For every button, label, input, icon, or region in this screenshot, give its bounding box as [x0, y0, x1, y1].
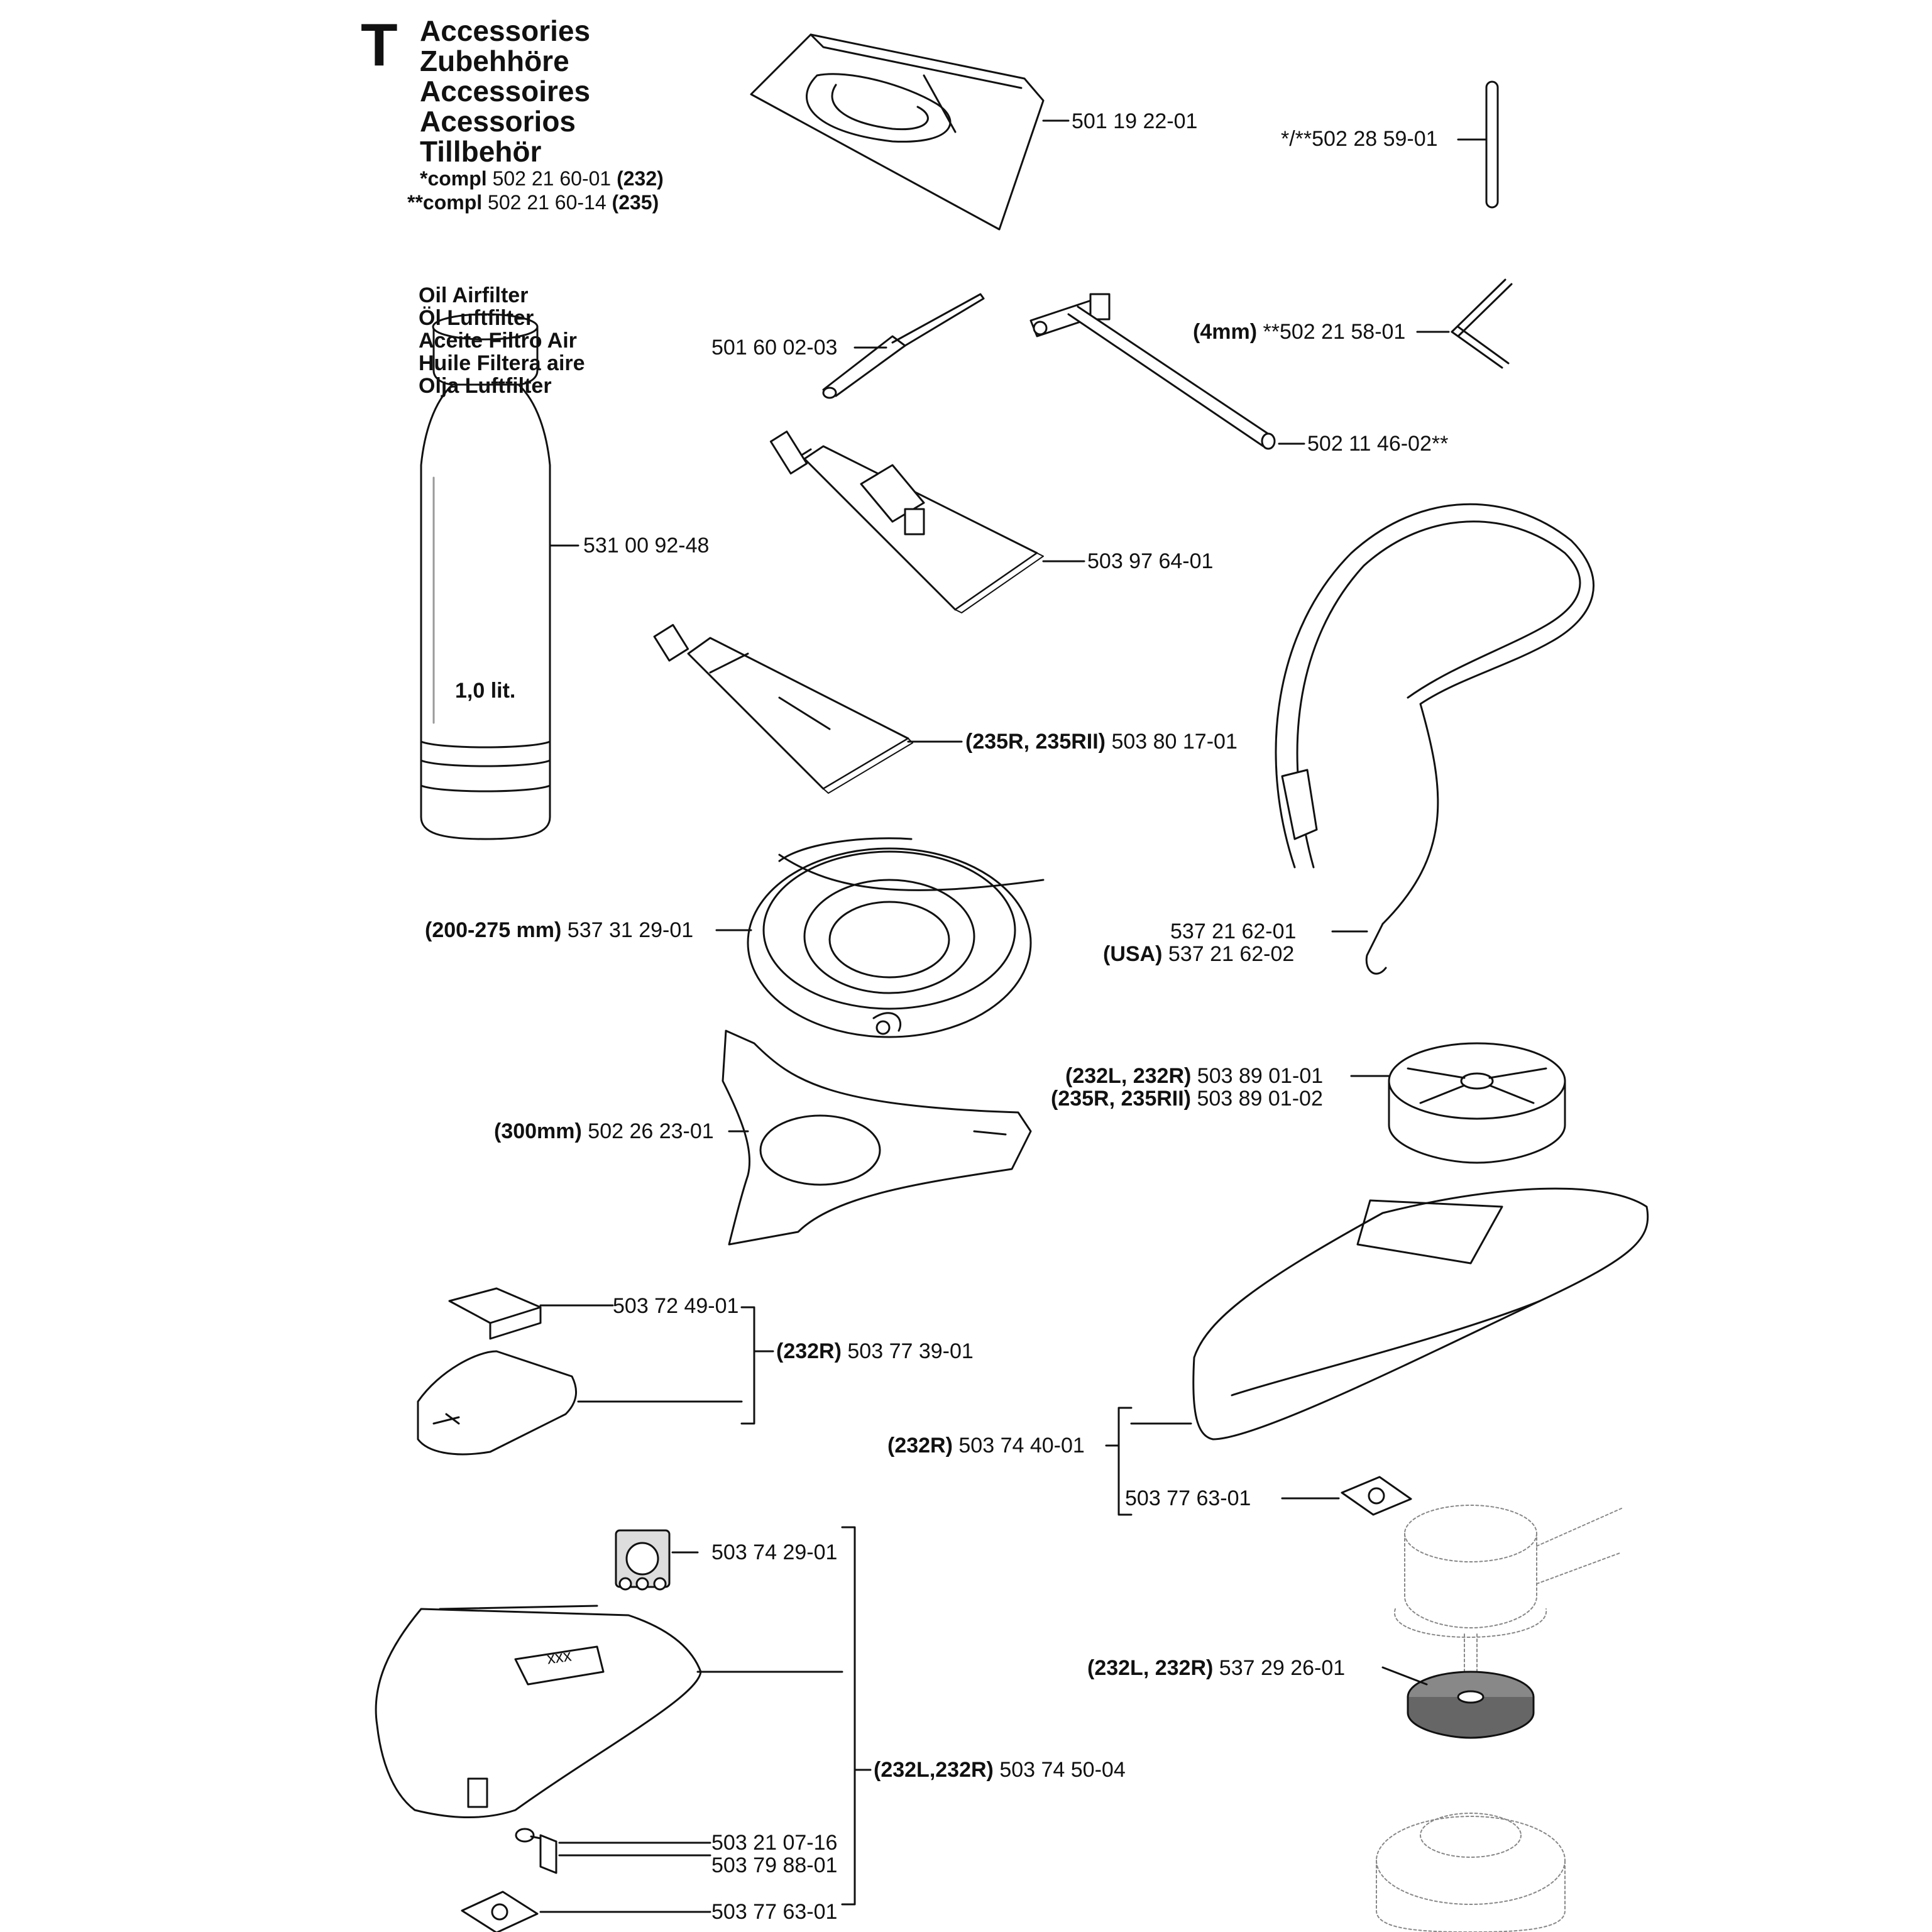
label-blade-guard-300: (300mm) 502 26 23-01: [494, 1119, 714, 1143]
trimmer-head-drawing: [1376, 1505, 1622, 1932]
file-drawing: [822, 293, 985, 399]
compl-line-1: *compl 502 21 60-01 (232): [420, 167, 664, 190]
label-drive-disc-2: (235R, 235RII) 503 89 01-02: [1051, 1087, 1323, 1111]
grease-tube-1-drawing: [769, 431, 1044, 613]
label-support-cup: (200-275 mm) 537 31 29-01: [425, 918, 694, 942]
bracket-drawing: [448, 1287, 542, 1340]
hex-key-drawing: [1451, 278, 1513, 369]
compl-2-model: (235): [612, 191, 659, 214]
label-harness-bag: 501 19 22-01: [1072, 109, 1198, 133]
label-grease-tube-2: (235R, 235RII) 503 80 17-01: [965, 730, 1238, 754]
label-shoulder-strap: 537 21 62-01: [1170, 919, 1297, 943]
clip-drawing: [539, 1834, 557, 1874]
decal-drawing: [615, 1529, 671, 1591]
oil-bottle-drawing: [420, 313, 551, 840]
pin-drawing: [1485, 80, 1499, 209]
compl-1-number: 502 21 60-01: [492, 167, 612, 190]
title-en: Accessories: [420, 14, 591, 47]
bottle-volume: 1,0 lit.: [455, 679, 516, 703]
title-es: Acessorios: [420, 105, 576, 138]
compl-2-prefix: **compl: [407, 191, 483, 214]
plate-2-drawing: [461, 1891, 539, 1932]
guard-decal-text: xxx: [546, 1645, 573, 1668]
guard-kit-232r-drawing: [417, 1350, 578, 1456]
label-combination-wrench: 502 11 46-02**: [1307, 432, 1449, 456]
title-sv: Tillbehör: [420, 135, 542, 168]
large-guard-232r-drawing: [1192, 1187, 1649, 1441]
label-file: 501 60 02-03: [711, 336, 838, 360]
blade-guard-300-drawing: [722, 1029, 1032, 1246]
label-large-guard-232r: (232R) 503 74 40-01: [887, 1434, 1085, 1457]
combination-wrench-drawing: [1029, 293, 1276, 450]
label-oil-bottle: 531 00 92-48: [583, 534, 710, 557]
title-fr: Accessoires: [420, 75, 591, 107]
grease-tube-2-drawing: [653, 623, 913, 794]
label-guard-kit-232r: (232R) 503 77 39-01: [776, 1339, 974, 1363]
label-hex-key: (4mm) **502 21 58-01: [1193, 320, 1406, 344]
label-plate-2: 503 77 63-01: [711, 1900, 838, 1924]
oil-header-fr: Huile Filtera aire: [419, 351, 585, 375]
oil-header: Oil Airfilter Öl Luftfilter Aceite Filtr…: [419, 284, 585, 397]
shoulder-strap-drawing: [1275, 503, 1594, 975]
label-bracket: 503 72 49-01: [613, 1294, 739, 1318]
harness-bag-drawing: [750, 33, 1045, 231]
compl-line-2: **compl 502 21 60-14 (235): [407, 190, 659, 214]
compl-1-model: (232): [617, 167, 664, 190]
label-washer-232: (232L, 232R) 537 29 26-01: [1087, 1656, 1346, 1680]
oil-header-en: Oil Airfilter: [419, 283, 529, 307]
label-grease-tube-1: 503 97 64-01: [1087, 549, 1214, 573]
guard-232lr-drawing: [375, 1605, 702, 1818]
label-plate-1: 503 77 63-01: [1125, 1486, 1251, 1510]
label-screw: 503 21 07-16: [711, 1831, 838, 1855]
label-clip: 503 79 88-01: [711, 1853, 838, 1877]
label-pin: */**502 28 59-01: [1281, 127, 1438, 151]
oil-header-sv: Olja Luftfilter: [419, 374, 552, 398]
title-block: Accessories Zubehhöre Accessoires Acesso…: [420, 16, 590, 167]
plate-1-drawing: [1341, 1476, 1412, 1516]
support-cup-drawing: [747, 837, 1045, 1038]
compl-1-prefix: *compl: [420, 167, 487, 190]
drive-disc-drawing: [1388, 1042, 1566, 1164]
oil-header-de: Öl Luftfilter: [419, 306, 534, 330]
label-shoulder-strap-usa: (USA) 537 21 62-02: [1103, 942, 1295, 966]
label-decal: 503 74 29-01: [711, 1540, 838, 1564]
title-de: Zubehhöre: [420, 45, 569, 77]
section-letter: T: [361, 11, 398, 79]
washer-232-drawing: [1407, 1671, 1535, 1739]
compl-2-number: 502 21 60-14: [488, 191, 606, 214]
label-guard-232lr: (232L,232R) 503 74 50-04: [874, 1758, 1126, 1782]
label-drive-disc-1: (232L, 232R) 503 89 01-01: [1065, 1064, 1324, 1088]
oil-header-es: Aceite Filtro Air: [419, 329, 577, 353]
